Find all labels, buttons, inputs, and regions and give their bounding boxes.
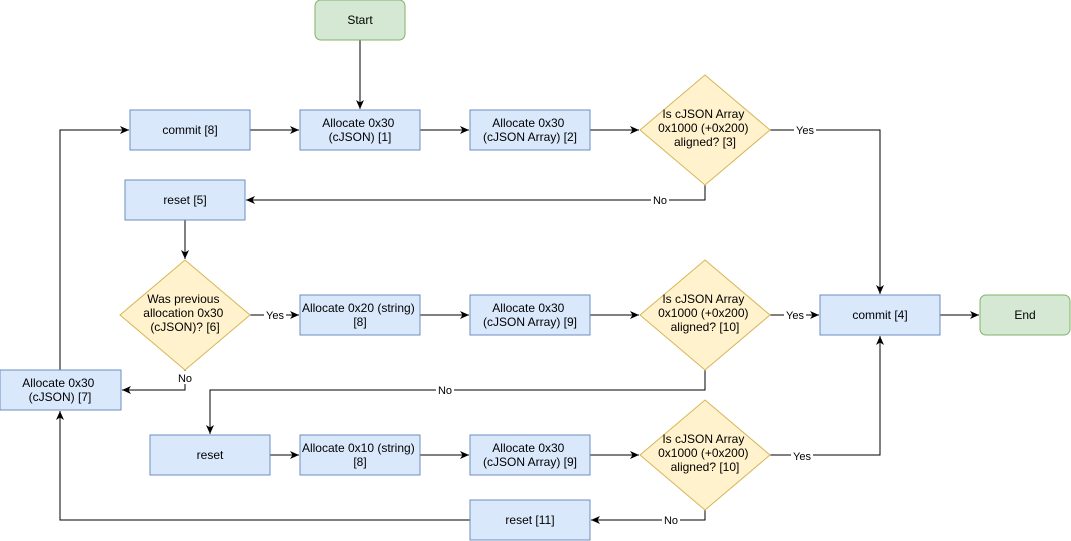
edge-reset11-to-alloc7 <box>56 411 470 521</box>
svg-text:Allocate 0x30 (cJSON) [1: Allocate 0x30 (cJSON) [1] <box>322 116 397 144</box>
node-decision-10b-line1: Is cJSON Array <box>662 432 744 446</box>
node-alloc-array-9b: Allocate 0x30 (cJSON Array) [9] <box>469 434 591 476</box>
node-alloc-cjson-1-line1: Allocate 0x30 <box>322 116 394 130</box>
edge-label-d10b-no: No <box>664 515 678 527</box>
svg-text:Is cJSON Array 0x1000 (+: Is cJSON Array 0x1000 (+0x200) aligned? … <box>658 292 752 334</box>
node-decision-6-line1: Was previous <box>147 292 219 306</box>
node-alloc-string-8b-line2: [8] <box>353 455 366 469</box>
edge-decision10b-yes <box>770 336 884 456</box>
node-decision-10a-line2: 0x1000 (+0x200) <box>658 306 748 320</box>
node-decision-6-line2: allocation 0x30 <box>143 306 223 320</box>
node-reset-11: reset [11] <box>469 499 591 541</box>
node-decision-6: Was previous allocation 0x30 (cJSON)? [6… <box>119 259 251 371</box>
svg-text:Allocate 0x30 (cJSON Arr: Allocate 0x30 (cJSON Array) [9] <box>483 441 577 469</box>
node-decision-3-line1: Is cJSON Array <box>662 107 744 121</box>
node-decision-10a: Is cJSON Array 0x1000 (+0x200) aligned? … <box>639 259 771 371</box>
edge-label-d6-no: No <box>178 373 192 385</box>
edge-label-d10a-yes: Yes <box>786 310 804 322</box>
svg-text:Is cJSON Array 0x1000 (+: Is cJSON Array 0x1000 (+0x200) aligned? … <box>658 432 752 474</box>
node-commit-8-label: commit [8] <box>162 123 217 137</box>
svg-text:Allocate 0x20 (string) [: Allocate 0x20 (string) [8] <box>302 301 418 329</box>
node-alloc-string-8a-line2: [8] <box>353 315 366 329</box>
node-alloc-array-2-line1: Allocate 0x30 <box>492 116 564 130</box>
node-alloc-cjson-1-line2: (cJSON) [1] <box>329 130 392 144</box>
edge-label-d3-yes: Yes <box>796 125 814 137</box>
node-decision-3-line3: aligned? [3] <box>674 135 736 149</box>
edge-decision3-yes <box>770 129 884 294</box>
node-alloc-array-9a: Allocate 0x30 (cJSON Array) [9] <box>469 294 591 336</box>
node-alloc-string-8a-line1: Allocate 0x20 (string) <box>302 301 415 315</box>
node-decision-3-line2: 0x1000 (+0x200) <box>658 121 748 135</box>
node-decision-10b: Is cJSON Array 0x1000 (+0x200) aligned? … <box>639 399 771 511</box>
edge-label-d10a-no: No <box>438 385 452 397</box>
node-decision-6-line3: (cJSON)? [6] <box>150 320 219 334</box>
node-decision-10a-line1: Is cJSON Array <box>662 292 744 306</box>
svg-text:Allocate 0x30 (cJSON Arr: Allocate 0x30 (cJSON Array) [2] <box>483 116 577 144</box>
svg-text:Is cJSON Array 0x1000 (+: Is cJSON Array 0x1000 (+0x200) aligned? … <box>658 107 752 149</box>
node-alloc-array-9b-line2: (cJSON Array) [9] <box>483 455 577 469</box>
node-decision-10a-line3: aligned? [10] <box>671 320 740 334</box>
node-alloc-string-8b-line1: Allocate 0x10 (string) <box>302 441 415 455</box>
edge-label-d3-no: No <box>653 195 667 207</box>
svg-text:Allocate 0x10 (string) [: Allocate 0x10 (string) [8] <box>302 441 418 469</box>
node-alloc-string-8b: Allocate 0x10 (string) [8] <box>299 434 421 476</box>
node-end: End <box>979 294 1071 336</box>
edge-decision6-no <box>122 370 186 394</box>
node-decision-3: Is cJSON Array 0x1000 (+0x200) aligned? … <box>639 74 771 186</box>
svg-text:Was previous allocation: Was previous allocation 0x30 (cJSON)? [6… <box>143 292 226 334</box>
edge-decision10a-no <box>206 370 706 434</box>
node-commit-4: commit [4] <box>819 294 941 336</box>
node-decision-10b-line3: aligned? [10] <box>671 460 740 474</box>
node-alloc-array-9b-line1: Allocate 0x30 <box>492 441 564 455</box>
node-alloc-array-2-line2: (cJSON Array) [2] <box>483 130 577 144</box>
node-alloc-cjson-1: Allocate 0x30 (cJSON) [1] <box>299 109 421 151</box>
node-start-label: Start <box>347 13 373 27</box>
node-alloc-cjson-7-line2: (cJSON) [7] <box>29 390 92 404</box>
node-reset-label: reset <box>197 448 224 462</box>
node-alloc-array-2: Allocate 0x30 (cJSON Array) [2] <box>469 109 591 151</box>
node-end-label: End <box>1014 308 1035 322</box>
edge-decision10b-no <box>591 510 706 524</box>
node-alloc-array-9a-line1: Allocate 0x30 <box>492 301 564 315</box>
node-commit-8: commit [8] <box>129 109 251 151</box>
node-reset-5-label: reset [5] <box>163 193 206 207</box>
node-reset-11-label: reset [11] <box>505 513 554 527</box>
node-alloc-string-8a: Allocate 0x20 (string) [8] <box>299 294 421 336</box>
node-alloc-array-9a-line2: (cJSON Array) [9] <box>483 315 577 329</box>
node-reset: reset <box>149 434 271 476</box>
svg-text:Allocate 0x30 (cJSON) [7: Allocate 0x30 (cJSON) [7] <box>22 376 97 404</box>
edge-decision3-no <box>246 185 706 204</box>
edge-label-d6-yes: Yes <box>266 310 284 322</box>
edge-label-d10b-yes: Yes <box>793 451 811 463</box>
node-decision-10b-line2: 0x1000 (+0x200) <box>658 446 748 460</box>
node-start: Start <box>314 0 406 41</box>
node-alloc-cjson-7: Allocate 0x30 (cJSON) [7] <box>0 369 122 411</box>
node-commit-4-label: commit [4] <box>852 308 907 322</box>
edge-alloc7-to-commit8 <box>59 126 129 370</box>
node-alloc-cjson-7-line1: Allocate 0x30 <box>22 376 94 390</box>
svg-text:Allocate 0x30 (cJSON Arr: Allocate 0x30 (cJSON Array) [9] <box>483 301 577 329</box>
node-reset-5: reset [5] <box>124 179 246 221</box>
